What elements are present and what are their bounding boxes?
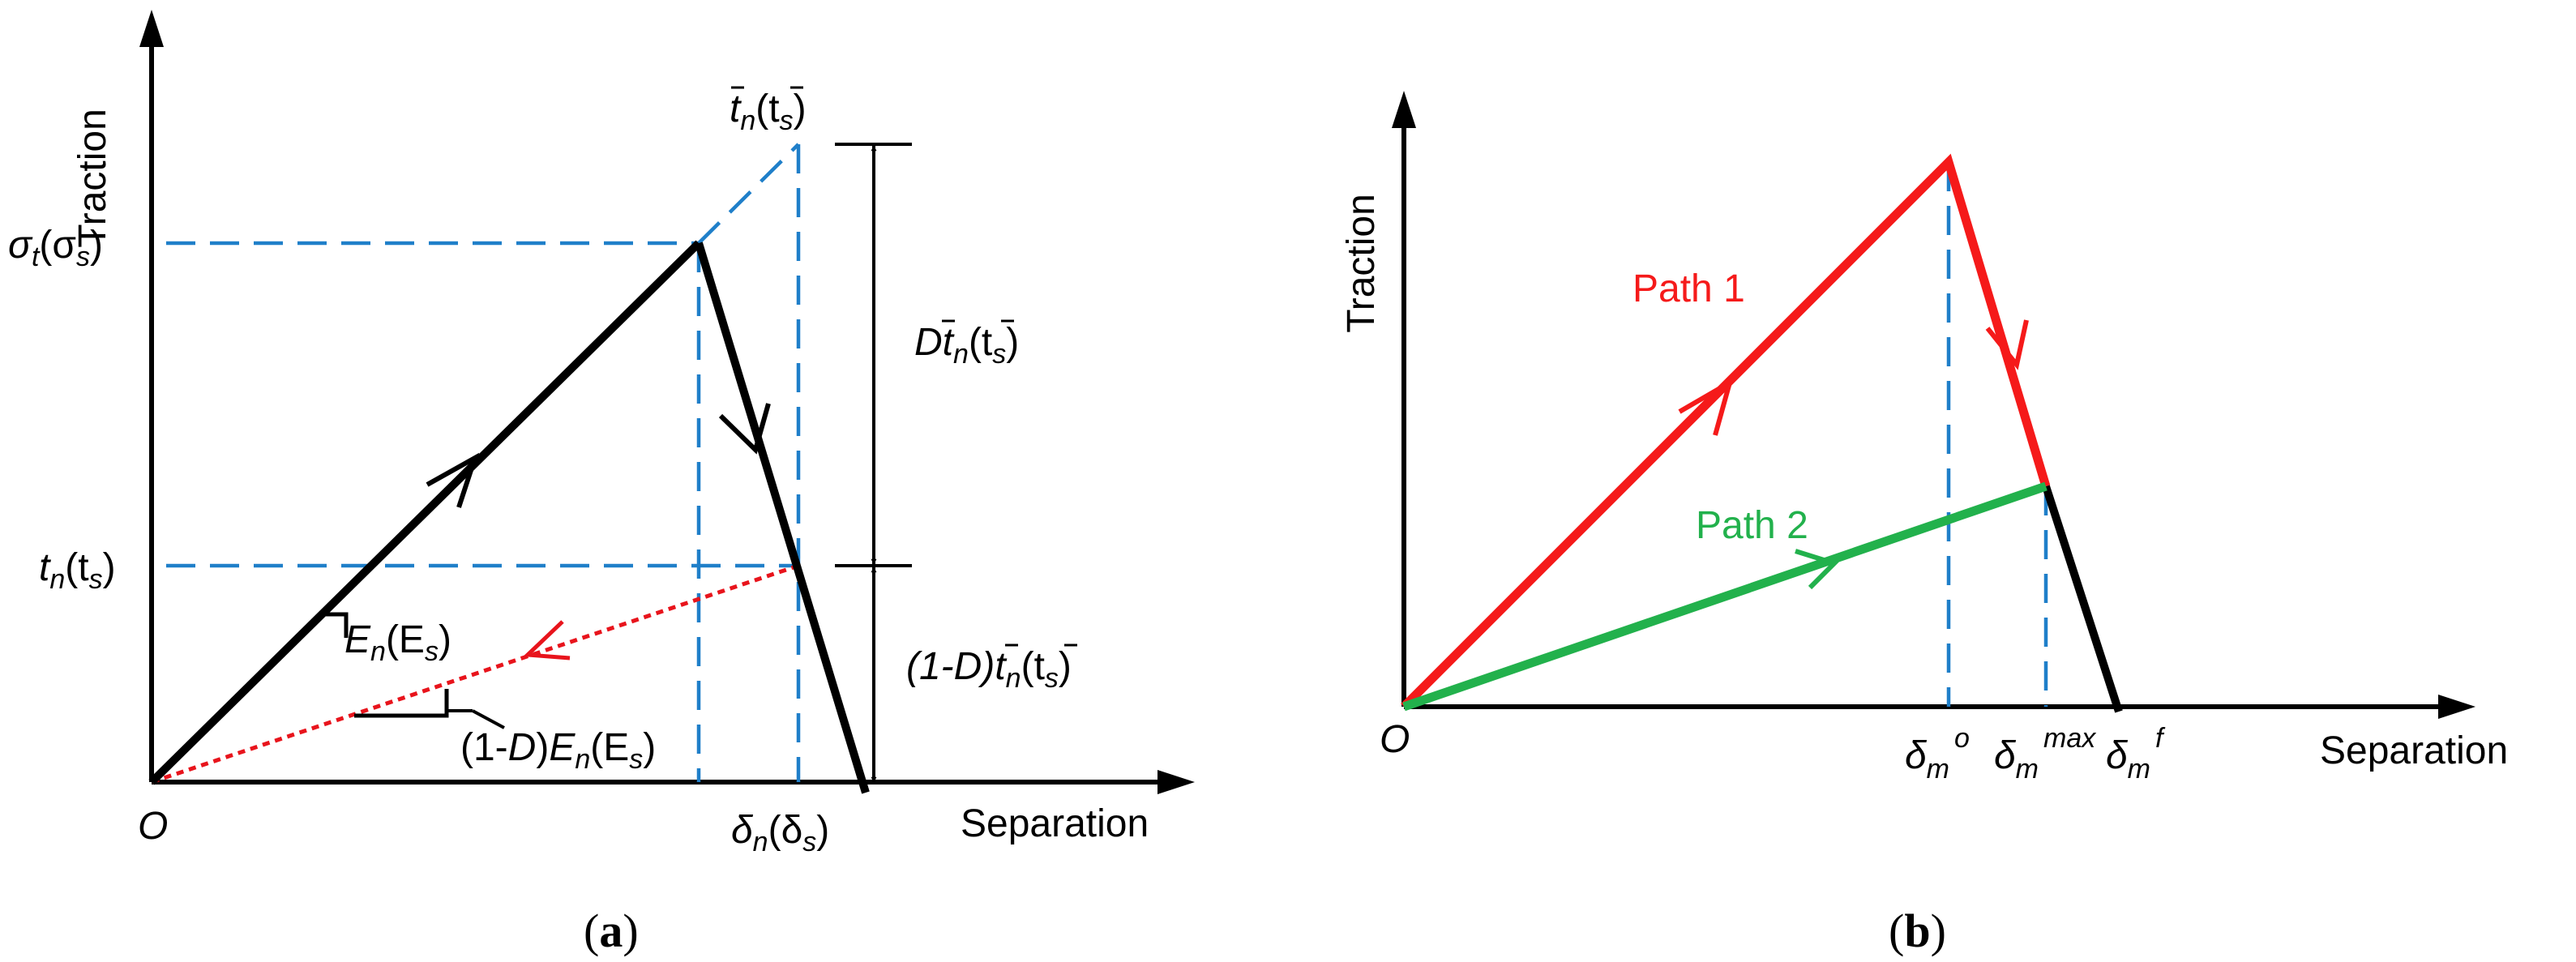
- unloading-arrow-icon: [523, 620, 571, 661]
- y-axis-arrow: [139, 10, 164, 47]
- path-2-arrow-icon: [1795, 549, 1839, 590]
- y-axis-label: Traction: [1340, 194, 1383, 333]
- y-axis-arrow: [1392, 91, 1416, 128]
- loading-path: [148, 240, 702, 785]
- loading-arrow-icon: [426, 452, 480, 508]
- x-axis-label: Separation: [2320, 729, 2508, 772]
- path-1-label: Path 1: [1632, 267, 1745, 310]
- damaged-traction-label: Dtn(ts): [914, 321, 1019, 370]
- path-2-line: [1402, 481, 2048, 712]
- delta-f-label: δmf: [2106, 723, 2166, 785]
- softening-arrow-icon: [718, 403, 771, 455]
- delta-max-label: δmmax: [1994, 723, 2096, 785]
- caption-a: (a): [584, 904, 639, 957]
- stiffness-label: En(Es): [344, 618, 451, 667]
- caption-b: (b): [1889, 904, 1946, 957]
- peak-traction-label: σt(σs): [8, 224, 103, 272]
- softening-path: [695, 242, 870, 794]
- x-axis-arrow: [2438, 695, 2475, 719]
- softening-tail: [2042, 485, 2123, 713]
- x-axis-label: Separation: [961, 802, 1149, 845]
- path-1-arrow-icon: [1678, 377, 1734, 436]
- degraded-label-leader-2: [472, 709, 505, 729]
- degraded-slope-marker: [354, 689, 449, 718]
- elastic-extension-line: [697, 143, 800, 245]
- path-1-line: [1401, 153, 2051, 710]
- path-1-softening-arrow-icon: [1985, 319, 2029, 370]
- y-axis-label: Traction: [71, 109, 114, 248]
- x-axis-arrow: [1157, 770, 1195, 794]
- unloading-path: [151, 563, 799, 785]
- panel-b: Traction Separation O Path 1 Path 2 δmo …: [1340, 91, 2508, 957]
- separation-label: δn(δs): [731, 809, 829, 857]
- origin-label: O: [1380, 718, 1410, 761]
- path-2-label: Path 2: [1696, 504, 1808, 547]
- effective-traction-label: tn(ts): [730, 88, 807, 136]
- delta-o-label: δmo: [1905, 723, 1970, 785]
- current-traction-label: tn(ts): [39, 546, 116, 595]
- origin-label: O: [138, 805, 168, 848]
- degraded-stiffness-label: (1-D)En(Es): [460, 726, 656, 775]
- panel-a: Traction Separation O σt(σs): [8, 10, 1195, 957]
- remaining-traction-label: (1-D)tn(ts): [906, 645, 1072, 694]
- stiffness-slope-marker: [323, 612, 349, 638]
